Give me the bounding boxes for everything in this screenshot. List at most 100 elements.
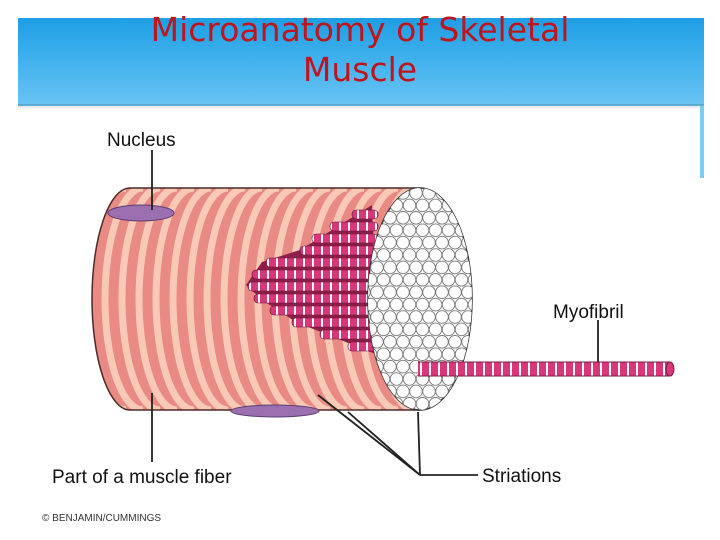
myofibril-cross-section bbox=[415, 248, 430, 262]
myofibril-cross-section bbox=[402, 297, 417, 312]
myofibril-cross-section bbox=[441, 297, 456, 312]
myofibril-cross-section bbox=[454, 273, 469, 287]
nucleus-bottom bbox=[230, 404, 320, 418]
myofibril-cross-section bbox=[415, 198, 430, 213]
myofibril-cross-section bbox=[376, 248, 391, 262]
myofibril-bundle bbox=[351, 209, 379, 220]
striation-band bbox=[220, 188, 263, 410]
slide-title: Microanatomy of Skeletal Muscle bbox=[60, 10, 660, 90]
striation-band bbox=[237, 188, 280, 410]
myofibril-cross-section bbox=[448, 235, 462, 250]
striation-leader-2 bbox=[317, 394, 421, 476]
myofibril-cross-section bbox=[461, 260, 472, 275]
myofibril-cross-section bbox=[454, 198, 469, 213]
myofibril-bundle bbox=[253, 293, 379, 304]
myofibril-cross-section bbox=[396, 260, 410, 275]
myofibril-cross-section bbox=[383, 235, 397, 250]
striation-band bbox=[152, 188, 195, 410]
striations-label: Striations bbox=[482, 466, 562, 487]
striation-band bbox=[169, 188, 212, 410]
myofibril-cross-section bbox=[448, 285, 462, 299]
myofibril-cross-section bbox=[467, 223, 472, 237]
myofibril-strand bbox=[418, 361, 675, 377]
myofibril-cross-section bbox=[389, 273, 404, 287]
myofibril-cross-section bbox=[435, 260, 449, 275]
myofibril-cross-section bbox=[441, 223, 456, 237]
myofibril-cross-section bbox=[409, 335, 423, 349]
title-line-1: Microanatomy of Skeletal bbox=[150, 10, 570, 49]
myofibril-cross-section bbox=[428, 198, 443, 213]
myofibril-cross-section bbox=[461, 211, 472, 225]
myofibril-cross-section bbox=[467, 248, 472, 262]
myofibril-cross-section bbox=[370, 260, 384, 275]
myofibril-cross-section bbox=[422, 384, 436, 399]
striation-band bbox=[203, 188, 246, 410]
myofibril-cross-section bbox=[376, 347, 391, 361]
myofibril-bundle bbox=[329, 221, 379, 232]
myofibril-cross-section bbox=[448, 335, 462, 349]
striation-band bbox=[118, 188, 161, 410]
myofibril-cross-section bbox=[422, 335, 436, 349]
myofibril-cross-section bbox=[396, 384, 410, 399]
myofibril-cross-section bbox=[461, 285, 472, 299]
myofibril-cross-section bbox=[448, 211, 462, 225]
myofibril-label: Myofibril bbox=[553, 302, 624, 323]
myofibril-cross-section bbox=[415, 347, 430, 361]
myofibril-cross-section bbox=[389, 322, 404, 337]
myofibril-cross-section bbox=[454, 397, 469, 410]
myofibril-cross-section bbox=[461, 310, 472, 324]
myofibril-cross-section bbox=[415, 273, 430, 287]
myofibril-cross-section bbox=[422, 260, 436, 275]
myofibril-cross-section bbox=[383, 359, 397, 374]
myofibril-cross-section bbox=[435, 310, 449, 324]
myofibril-cross-section bbox=[415, 297, 430, 312]
myofibril-cross-section bbox=[448, 310, 462, 324]
myofibril-cross-section bbox=[454, 297, 469, 312]
myofibril-cross-section bbox=[448, 384, 462, 399]
myofibril-cross-section bbox=[435, 235, 449, 250]
myofibril-cross-section bbox=[467, 397, 472, 410]
header-side-strip bbox=[700, 106, 704, 178]
leader-lines bbox=[151, 150, 599, 476]
myofibril-cross-section bbox=[396, 235, 410, 250]
striation-band bbox=[186, 188, 229, 410]
myofibril-cross-section bbox=[435, 211, 449, 225]
nucleus-top bbox=[107, 204, 175, 222]
myofibril-cross-section bbox=[441, 322, 456, 337]
myofibril-cross-section bbox=[402, 248, 417, 262]
myofibril-bundle bbox=[265, 257, 379, 268]
myofibril-cross-section bbox=[441, 347, 456, 361]
myofibril-cross-section bbox=[441, 273, 456, 287]
nucleus-label: Nucleus bbox=[107, 130, 176, 151]
exposed-myofibrils bbox=[246, 205, 379, 355]
title-line-2: Muscle bbox=[302, 50, 418, 89]
myofibril-cross-section bbox=[415, 223, 430, 237]
myofibril-cross-section bbox=[383, 260, 397, 275]
myofibril-cross-section bbox=[402, 322, 417, 337]
myofibril-cross-section bbox=[409, 285, 423, 299]
myofibril-cross-section bbox=[428, 223, 443, 237]
myofibril-cross-section bbox=[389, 248, 404, 262]
myofibril-cross-section bbox=[435, 335, 449, 349]
myofibril-bundle bbox=[269, 305, 379, 316]
myofibril-cross-section bbox=[409, 211, 423, 225]
myofibril-cross-section bbox=[428, 248, 443, 262]
myofibril-cross-section bbox=[389, 347, 404, 361]
myofibril-cross-section bbox=[467, 347, 472, 361]
myofibril-cross-section bbox=[396, 335, 410, 349]
myofibril-cross-section bbox=[409, 235, 423, 250]
myofibril-cross-section bbox=[389, 297, 404, 312]
myofibril-cross-section bbox=[454, 322, 469, 337]
myofibril-cross-section bbox=[370, 310, 384, 324]
myofibril-cross-section bbox=[396, 359, 410, 374]
myofibril-cross-section bbox=[467, 297, 472, 312]
myofibril-cross-section bbox=[441, 248, 456, 262]
myofibril-cross-section bbox=[428, 273, 443, 287]
myofibril-bundle bbox=[311, 233, 379, 244]
myofibril-cross-section bbox=[376, 322, 391, 337]
myofibril-cross-section bbox=[422, 310, 436, 324]
myofibril-cross-section bbox=[402, 273, 417, 287]
myofibril-cross-section bbox=[422, 211, 436, 225]
myofibril-bundle bbox=[299, 245, 379, 256]
myofibril-cross-section bbox=[396, 310, 410, 324]
